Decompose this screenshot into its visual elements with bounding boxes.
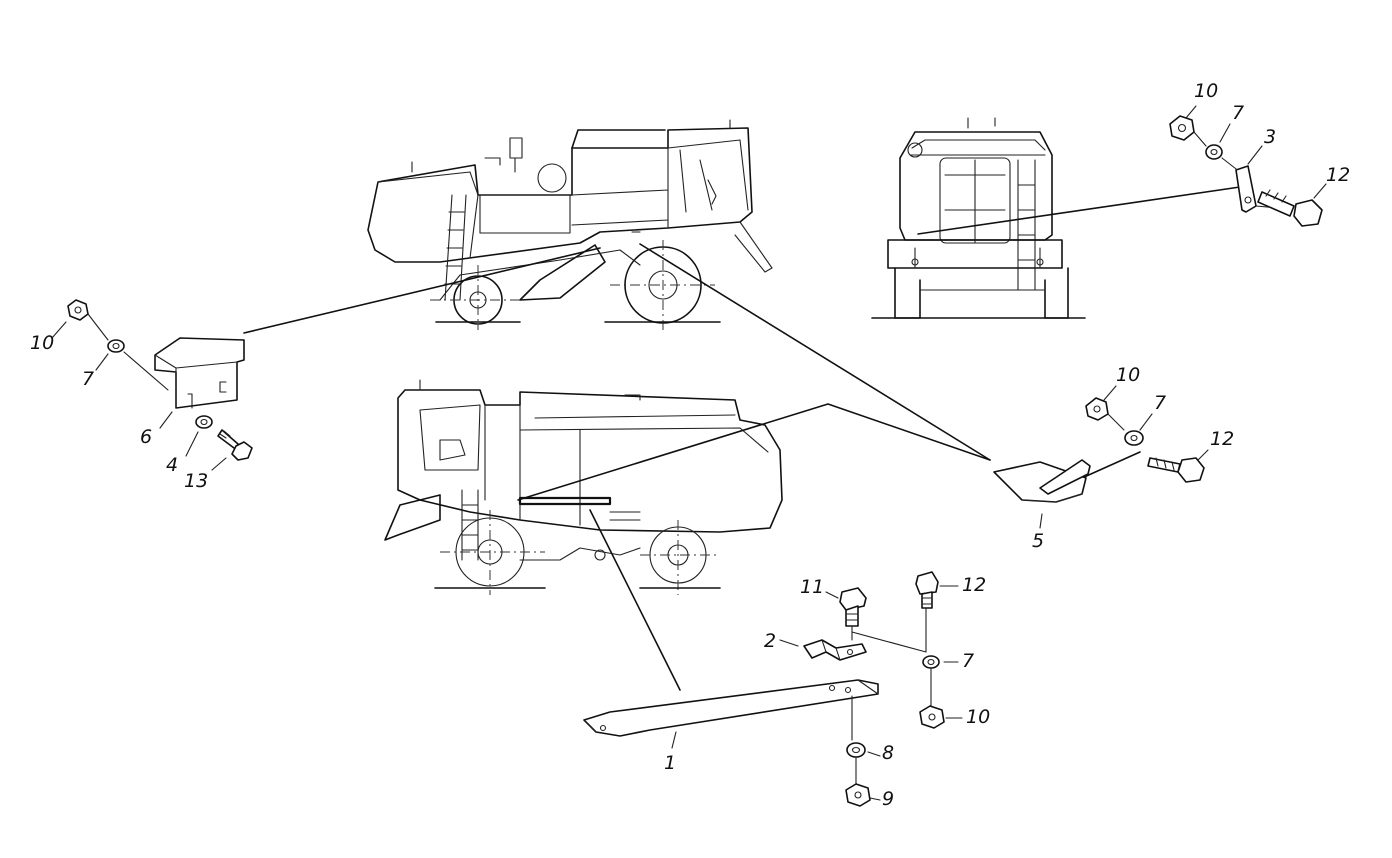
callout-number: 9: [882, 788, 895, 810]
callout-number: 10: [30, 332, 55, 354]
combine-side-view-top: [367, 119, 773, 330]
callout-number: 1: [664, 752, 677, 774]
callout-number: 13: [184, 470, 209, 492]
top-right-strap-assembly: [1169, 115, 1323, 227]
combine-side-view-middle: [384, 379, 783, 595]
callout-number: 8: [882, 742, 895, 764]
right-plate-assembly: [993, 397, 1205, 503]
bottom-rail-assembly: [583, 571, 945, 807]
callout-number: 2: [764, 630, 777, 652]
callout-number: 7: [962, 650, 975, 672]
callout-number: 4: [166, 454, 179, 476]
callout-leader-ticks: [51, 105, 1327, 801]
left-bracket-assembly: [67, 299, 253, 461]
callout-number: 10: [1116, 364, 1141, 386]
callout-number: 12: [962, 574, 987, 596]
leader-lines: [243, 186, 1241, 691]
callout-number: 5: [1032, 530, 1045, 552]
callout-number: 11: [800, 576, 825, 598]
callout-number: 6: [140, 426, 153, 448]
callout-number: 7: [82, 368, 95, 390]
callout-number: 12: [1210, 428, 1235, 450]
callout-number: 10: [966, 706, 991, 728]
callout-number: 7: [1154, 392, 1167, 414]
callout-number: 3: [1264, 126, 1277, 148]
combine-rear-view: [871, 117, 1086, 319]
callout-number: 10: [1194, 80, 1219, 102]
callout-number: 12: [1326, 164, 1351, 186]
callout-number: 7: [1232, 102, 1245, 124]
